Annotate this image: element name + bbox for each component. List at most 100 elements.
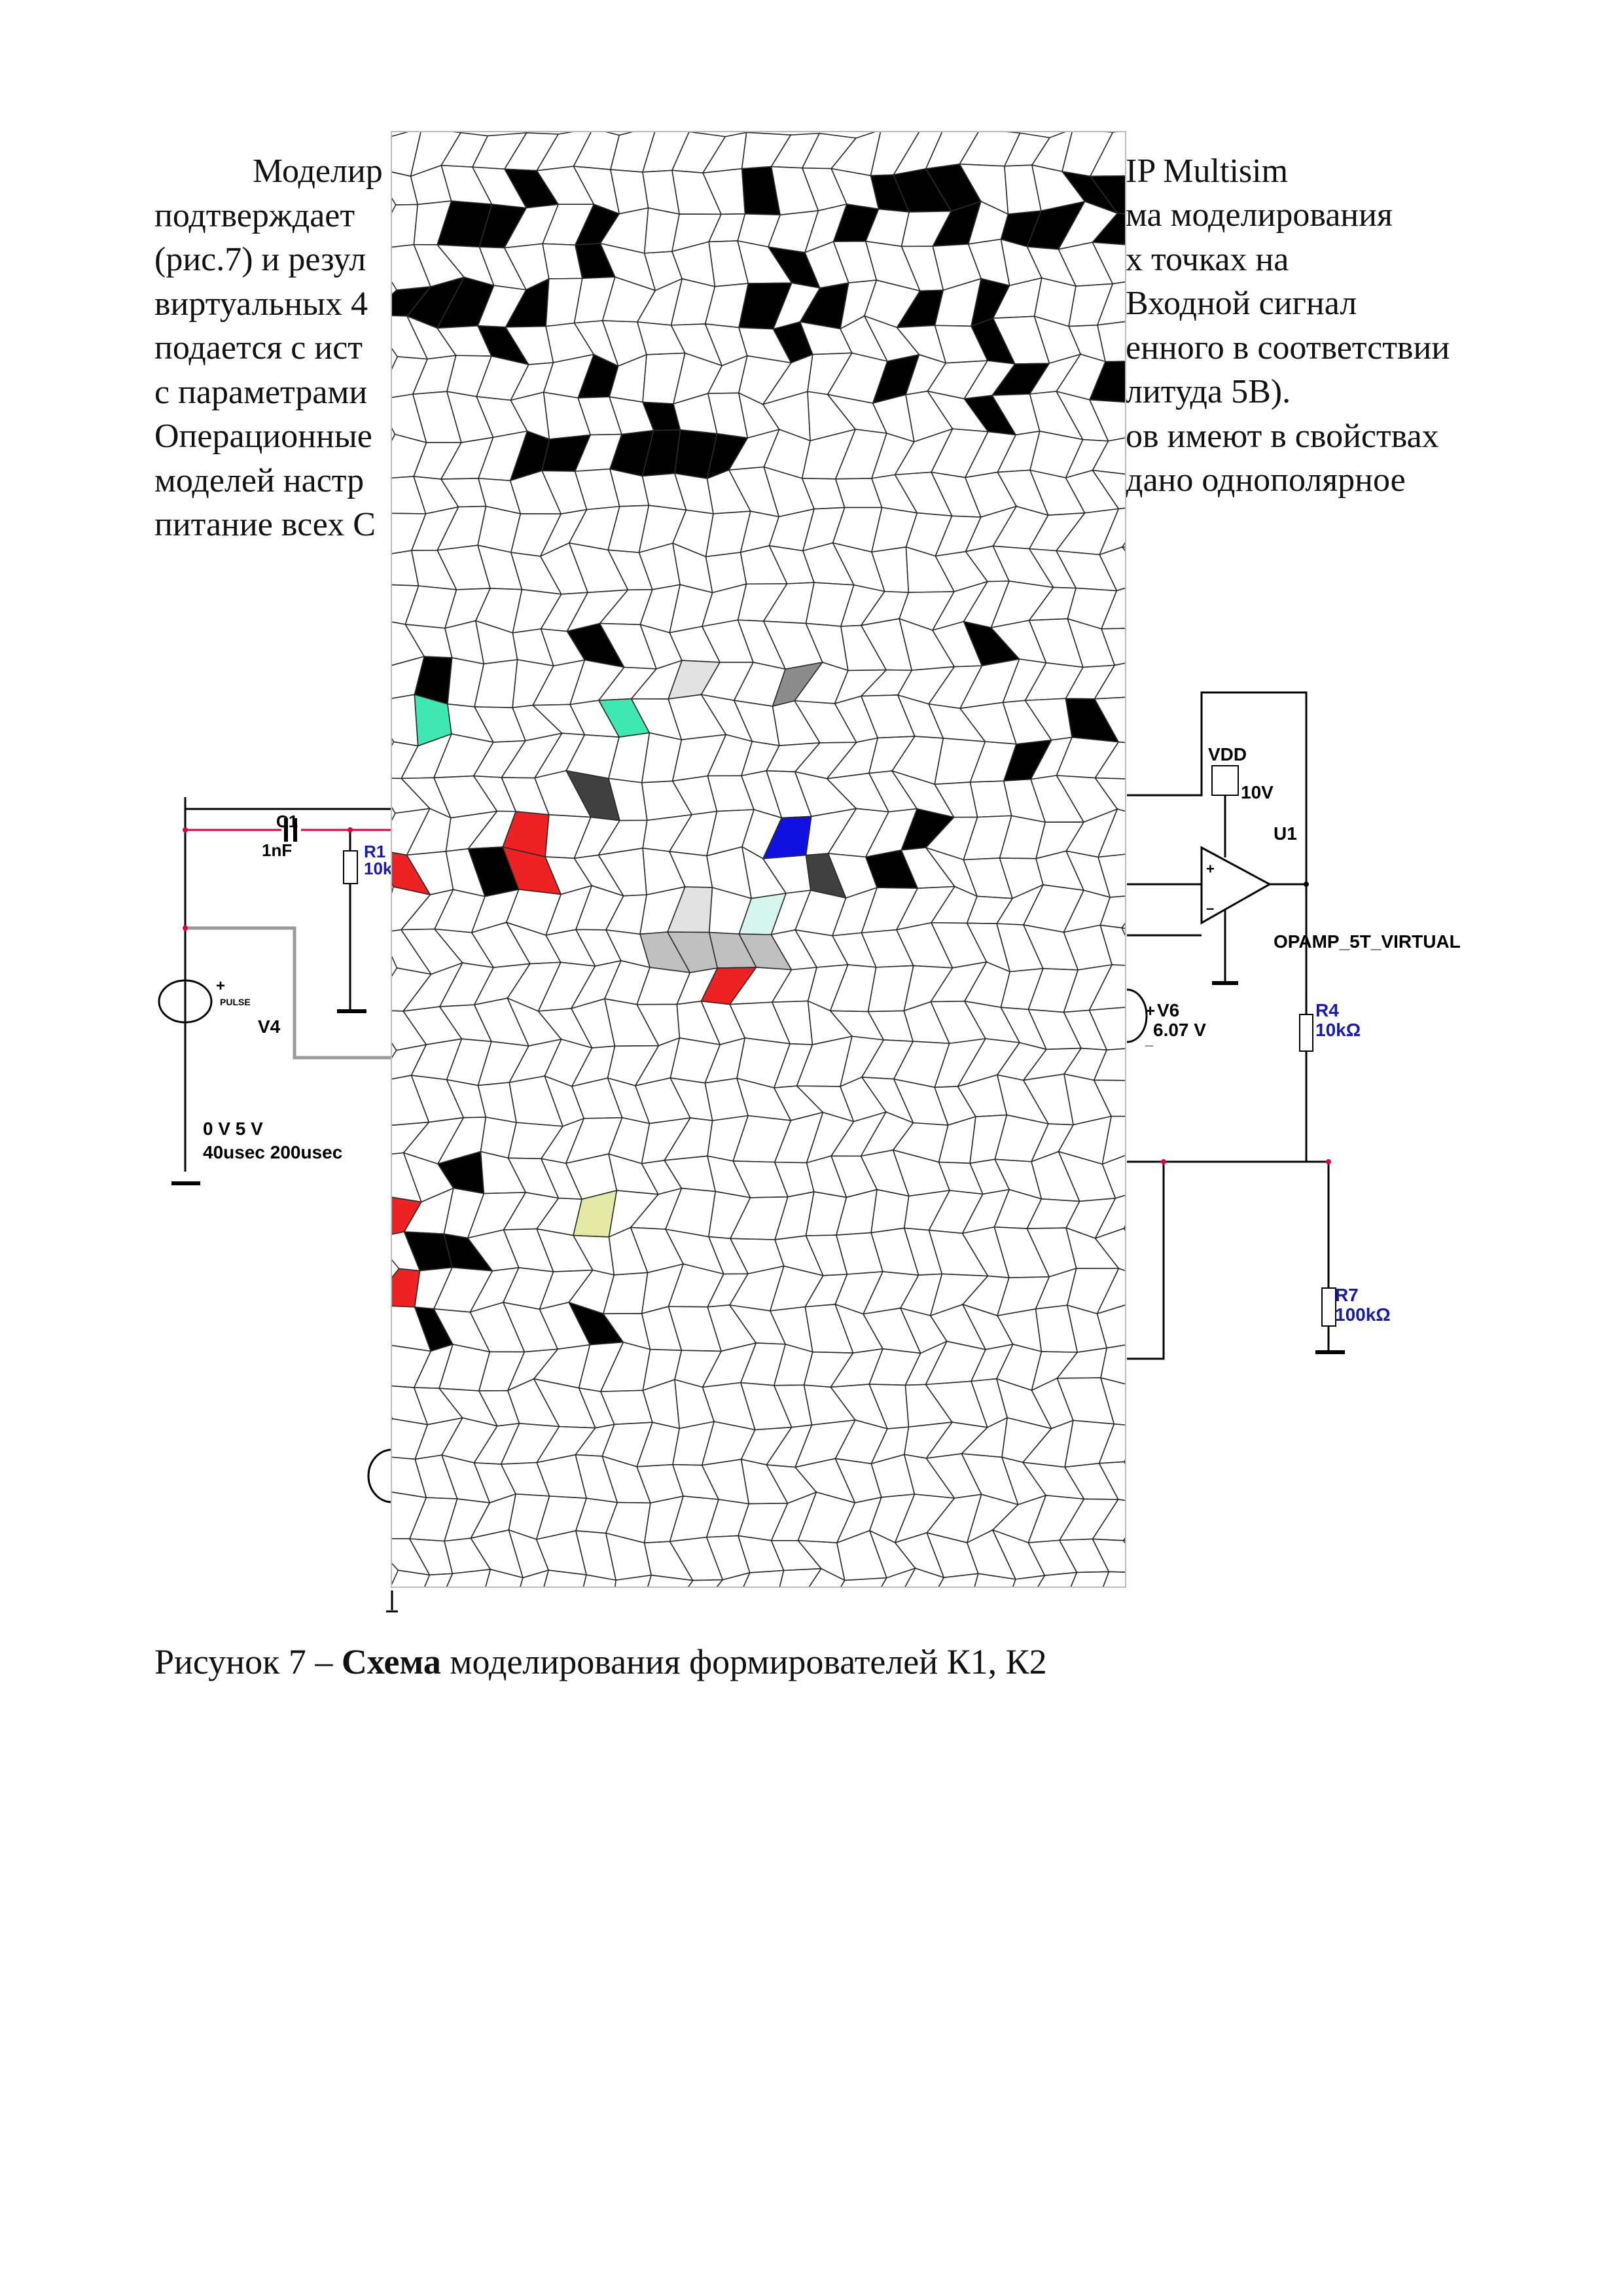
para-right-7: ов имеют в свойствах <box>1126 418 1439 455</box>
mosaic-cell <box>1088 1007 1125 1051</box>
opamp-minus-label: – <box>1206 900 1214 916</box>
mosaic-cell <box>881 1567 917 1587</box>
para-right-6: литуда 5В). <box>1126 373 1291 410</box>
mosaic-overlay <box>391 131 1126 1588</box>
mosaic-cell <box>1088 399 1125 442</box>
wire-top-loop <box>184 797 393 810</box>
mosaic-cell <box>1092 1538 1125 1573</box>
para-right-1: IP Multisim <box>1126 152 1289 190</box>
mosaic-cell <box>1097 853 1125 898</box>
mosaic-cell <box>1121 542 1125 548</box>
mosaic-cell <box>1096 1304 1125 1349</box>
mosaic-cell <box>904 1568 945 1587</box>
mosaic-cell <box>1100 1344 1125 1385</box>
junction-dot <box>183 827 188 833</box>
v4-params-amplitude: 0 V 5 V <box>203 1119 263 1139</box>
mosaic-cell <box>1092 242 1125 285</box>
mosaic-cell <box>1088 964 1125 1011</box>
v4-type-label: PULSE <box>220 997 251 1007</box>
mosaic-cell <box>808 1568 846 1587</box>
para-right-5: енного в соответствии <box>1126 329 1450 367</box>
mosaic-cell <box>446 1568 491 1587</box>
resistor-r7-symbol <box>1321 1287 1336 1327</box>
mosaic-cell <box>1091 213 1125 245</box>
mosaic-cell <box>1037 1571 1078 1587</box>
opamp-u1-symbol <box>1200 846 1272 925</box>
caption-suffix: моделирования формирователей К1, К2 <box>440 1642 1047 1681</box>
mosaic-cell <box>1097 321 1125 363</box>
source-fragment-symbol <box>367 1448 393 1503</box>
mosaic-cell <box>779 1568 823 1587</box>
para-line-8: моделей настр <box>154 461 365 499</box>
mosaic-cell <box>1121 546 1125 552</box>
caption-prefix: Рисунок 7 – <box>154 1642 342 1681</box>
junction-dot <box>1304 882 1309 887</box>
mosaic-cell <box>716 1571 751 1587</box>
para-right-2: ма моделирования <box>1126 196 1393 234</box>
mosaic-cell <box>1096 1268 1125 1315</box>
mosaic-cell <box>1122 1539 1125 1544</box>
mosaic-cell <box>392 1570 431 1587</box>
para-line-5: подается с ист <box>154 329 363 367</box>
mosaic-cell <box>1094 777 1125 812</box>
c1-value: 1nF <box>262 840 292 860</box>
v6-value: 6.07 V <box>1153 1020 1206 1040</box>
mosaic-cell <box>1093 1079 1125 1117</box>
junction-dot <box>1326 1159 1331 1164</box>
u1-ref: U1 <box>1274 823 1297 844</box>
wire-bottom-loop <box>1127 1162 1165 1360</box>
dc-source-v6-symbol <box>1126 988 1148 1043</box>
r7-ref: R7 <box>1335 1285 1359 1305</box>
v4-ref: V4 <box>258 1016 281 1037</box>
mosaic-cell <box>1094 1227 1125 1272</box>
vdd-ref: VDD <box>1208 744 1247 764</box>
para-right-4: Входной сигнал <box>1126 285 1357 322</box>
mosaic-cell <box>870 1189 910 1234</box>
wire-bottom-left <box>386 1590 398 1613</box>
mosaic-cell <box>1089 132 1125 177</box>
resistor-r4-symbol <box>1299 1014 1313 1052</box>
mosaic-cell <box>543 1570 588 1587</box>
mosaic-cell <box>1099 1376 1125 1426</box>
pulse-source-v4-symbol <box>158 979 213 1024</box>
r1-value: 10k <box>364 859 393 878</box>
vdd-source-symbol <box>1211 765 1239 796</box>
mosaic-cell <box>1070 1571 1110 1587</box>
resistor-r1-symbol <box>343 850 358 884</box>
wire-r7 <box>1165 1160 1330 1352</box>
para-line-4: виртуальных 4 <box>154 285 368 323</box>
wire-feedback-loop <box>1127 691 1308 884</box>
mosaic-cell <box>615 1574 652 1587</box>
mosaic-cell <box>1099 924 1125 966</box>
u1-model: OPAMP_5T_VIRTUAL <box>1274 931 1461 952</box>
mosaic-cell <box>1094 741 1125 780</box>
mosaic-cell <box>582 1574 617 1587</box>
figure-caption: Рисунок 7 – Схема моделирования формиров… <box>154 1641 1047 1682</box>
mosaic-cell <box>1098 1461 1125 1501</box>
para-line-3: (рис.7) и резул <box>154 241 366 278</box>
mosaic-cell <box>1097 808 1125 858</box>
mosaic-cell <box>1123 1227 1125 1232</box>
v4-params-timing: 40usec 200usec <box>203 1142 342 1162</box>
mosaic-cell <box>392 694 419 747</box>
mosaic-cell <box>1093 1048 1125 1081</box>
para-right-3: х точках на <box>1126 241 1289 278</box>
mosaic-cell <box>1091 469 1125 510</box>
mosaic-cell <box>840 1577 888 1587</box>
mosaic-cell <box>1101 1155 1125 1199</box>
para-line-6: с параметрами <box>154 373 368 411</box>
mosaic-cell <box>1099 546 1125 592</box>
mosaic-cell <box>1101 1115 1125 1165</box>
mosaic-cell <box>1092 437 1125 475</box>
mosaic-cell <box>1102 1571 1125 1587</box>
junction-dot <box>348 827 353 833</box>
mosaic-cell <box>424 1573 454 1587</box>
r4-value: 10kΩ <box>1315 1020 1361 1040</box>
v6-ref: V6 <box>1157 1000 1179 1020</box>
mosaic-cell <box>647 1574 694 1587</box>
wire-gray-loop <box>185 926 393 1060</box>
para-line-1: Моделир <box>253 152 383 190</box>
mosaic-cell <box>1096 281 1125 326</box>
v4-plus-sign: + <box>216 977 225 995</box>
mosaic-cell <box>1100 587 1125 630</box>
